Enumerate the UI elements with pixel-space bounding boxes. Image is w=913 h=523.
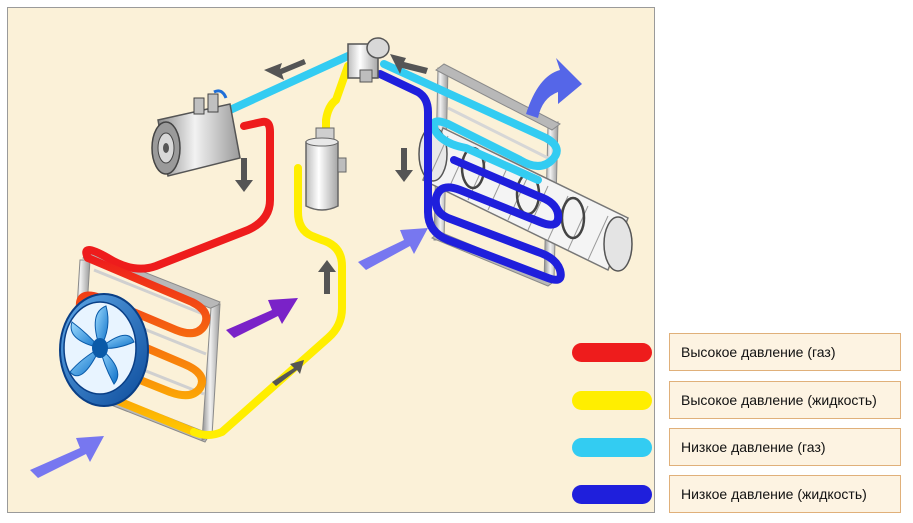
expansion-valve-icon: [347, 37, 390, 83]
legend-label: Низкое давление (жидкость): [669, 475, 901, 513]
high-pressure-gas-line: [82, 117, 274, 273]
hot-air-arrow-icon: [226, 298, 298, 338]
legend-swatch-red: [572, 343, 652, 362]
arrow-up-icon: [318, 260, 336, 294]
legend-item-high-pressure-liquid: Высокое давление (жидкость): [572, 381, 902, 421]
low-pressure-liquid-line: [376, 70, 565, 284]
high-pressure-liquid-line: [190, 62, 352, 439]
legend-swatch-dark-blue: [572, 485, 652, 504]
arrow-up-right-icon: [272, 360, 304, 386]
legend-item-high-pressure-gas: Высокое давление (газ): [572, 333, 902, 373]
legend-item-low-pressure-gas: Низкое давление (газ): [572, 428, 902, 468]
legend-label: Высокое давление (газ): [669, 333, 901, 371]
arrow-left-icon: [264, 59, 306, 80]
cool-air-arrow-icon: [526, 58, 582, 118]
low-pressure-gas-line: [226, 52, 561, 184]
arrow-left-icon: [390, 54, 428, 74]
legend-swatch-yellow: [572, 391, 652, 410]
compressor-icon: [151, 89, 241, 177]
airflow-arrow-icon: [30, 436, 104, 478]
legend-item-low-pressure-liquid: Низкое давление (жидкость): [572, 475, 902, 515]
flow-direction-arrows: [235, 54, 428, 386]
legend-label: Низкое давление (газ): [669, 428, 901, 466]
arrow-down-icon: [235, 158, 253, 192]
arrow-down-icon: [395, 148, 413, 182]
receiver-drier-icon: [305, 127, 347, 211]
legend-label: Высокое давление (жидкость): [669, 381, 901, 419]
legend-swatch-light-blue: [572, 438, 652, 457]
fan-icon: [59, 293, 149, 407]
airflow-arrow-icon: [358, 228, 428, 270]
ac-system-diagram: [7, 7, 655, 513]
